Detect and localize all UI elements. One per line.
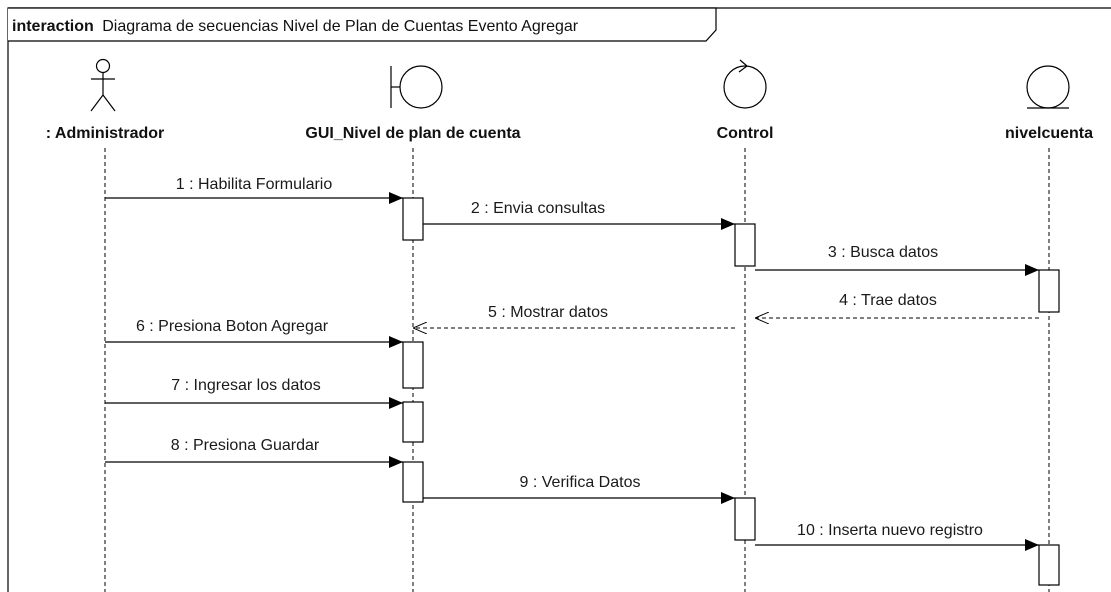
- activation-control-1: [734, 223, 756, 267]
- frame-label: interaction Diagrama de secuencias Nivel…: [12, 18, 579, 35]
- message-5-label: 5 : Mostrar datos: [488, 304, 608, 321]
- actor-icon: [90, 58, 116, 112]
- message-8-label: 8 : Presiona Guardar: [171, 437, 320, 454]
- message-3: 3 : Busca datos: [755, 244, 1039, 276]
- lifeline-label-nivelcuenta: nivelcuenta: [1005, 125, 1093, 142]
- lifeline-label-gui: GUI_Nivel de plan de cuenta: [305, 125, 520, 142]
- frame-keyword: interaction: [12, 18, 94, 35]
- control-icon: [723, 59, 767, 109]
- activation-gui-2: [402, 341, 424, 389]
- lifeline-label-administrador: : Administrador: [46, 125, 165, 142]
- message-8: 8 : Presiona Guardar: [105, 437, 403, 468]
- interaction-frame: interaction Diagrama de secuencias Nivel…: [7, 7, 1111, 592]
- activation-nivelcuenta-1: [1038, 269, 1060, 313]
- activation-nivelcuenta-2: [1038, 544, 1060, 586]
- activation-gui-3: [402, 401, 424, 443]
- message-1-label: 1 : Habilita Formulario: [176, 176, 333, 193]
- message-2-label: 2 : Envia consultas: [471, 200, 605, 217]
- boundary-icon: [390, 65, 443, 109]
- message-1: 1 : Habilita Formulario: [105, 176, 403, 204]
- message-7: 7 : Ingresar los datos: [105, 377, 403, 409]
- message-4-label: 4 : Trae datos: [839, 292, 937, 309]
- message-6-label: 6 : Presiona Boton Agregar: [136, 318, 329, 335]
- activation-gui-1: [402, 197, 424, 241]
- message-6: 6 : Presiona Boton Agregar: [105, 318, 403, 348]
- message-5: 5 : Mostrar datos: [413, 304, 735, 328]
- activation-gui-4: [402, 461, 424, 503]
- message-3-label: 3 : Busca datos: [828, 244, 938, 261]
- message-7-label: 7 : Ingresar los datos: [171, 377, 320, 394]
- entity-icon: [1026, 65, 1070, 109]
- message-10-label: 10 : Inserta nuevo registro: [797, 522, 983, 539]
- message-10: 10 : Inserta nuevo registro: [755, 522, 1039, 551]
- message-4: 4 : Trae datos: [755, 292, 1039, 318]
- activation-control-2: [734, 497, 756, 541]
- message-2: 2 : Envia consultas: [423, 200, 735, 230]
- message-9-label: 9 : Verifica Datos: [520, 474, 641, 491]
- message-9: 9 : Verifica Datos: [423, 474, 735, 504]
- lifeline-label-control: Control: [717, 125, 774, 142]
- frame-title: Diagrama de secuencias Nivel de Plan de …: [102, 18, 579, 35]
